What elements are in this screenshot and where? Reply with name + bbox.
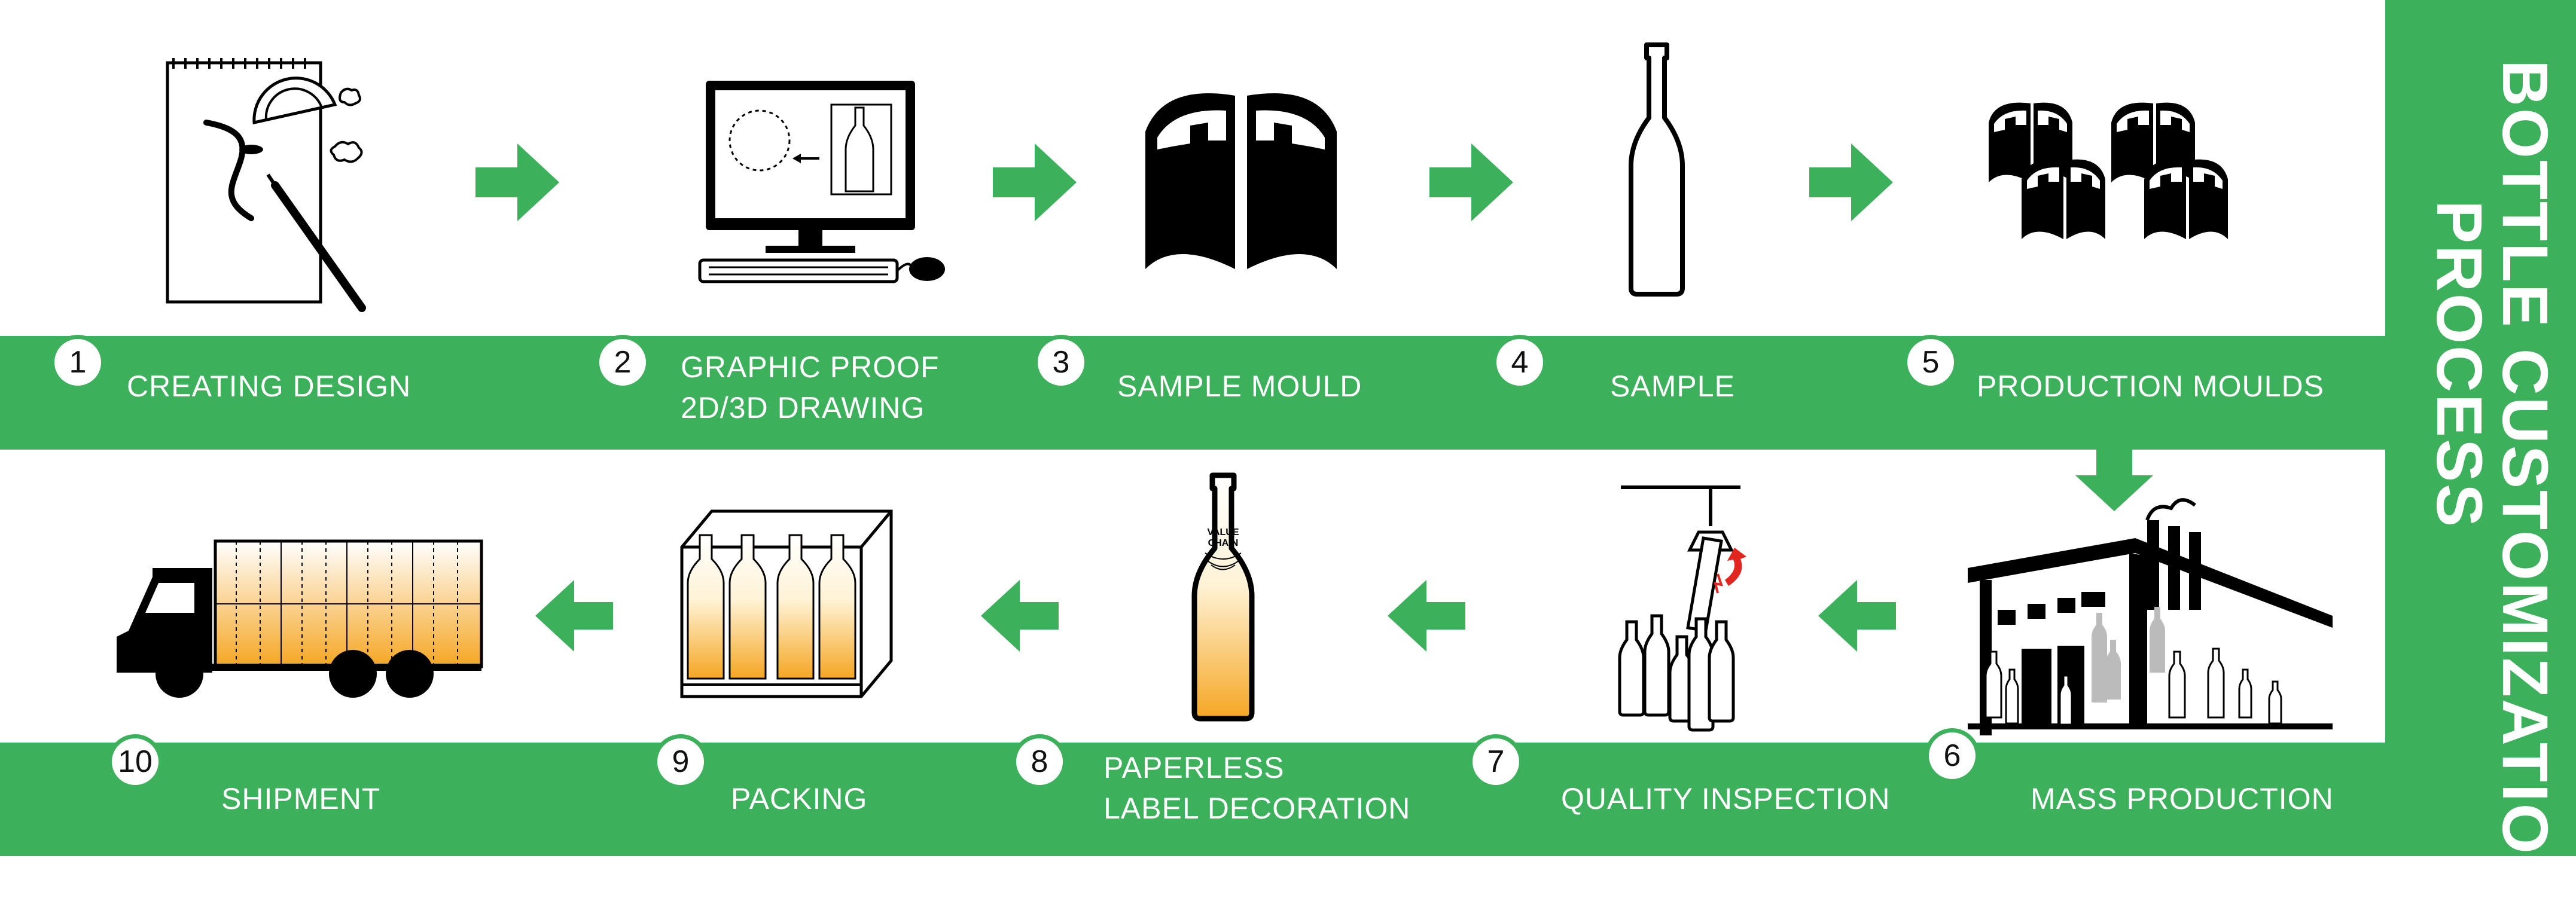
step-number-5: 5 xyxy=(1903,335,1958,390)
moulds-icon xyxy=(1986,99,2249,263)
step-number-9: 9 xyxy=(653,734,708,789)
process-title: BOTTLE CUSTOMIZATION PROCESS xyxy=(2392,60,2572,801)
step-number-8: 8 xyxy=(1012,734,1067,789)
bottle-label-line-2: CHAIN xyxy=(1208,538,1239,548)
step-label-8: PAPERLESS xyxy=(1103,747,1285,788)
mould-icon xyxy=(1139,78,1343,281)
step-label-10: SHIPMENT xyxy=(221,778,380,819)
factory-icon xyxy=(1968,496,2339,735)
arrow-right-icon xyxy=(993,143,1077,221)
step-label-8-line-2: LABEL DECORATION xyxy=(1103,788,1410,829)
step-number-3: 3 xyxy=(1034,335,1089,390)
decorated-bottle-icon: VALUE CHAIN xyxy=(1187,472,1259,723)
truck-icon xyxy=(117,535,487,703)
step-number-6: 6 xyxy=(1925,728,1980,783)
title-line-2: PROCESS xyxy=(2422,200,2497,529)
packing-box-icon xyxy=(676,505,897,703)
arrow-left-icon xyxy=(1818,580,1896,652)
step-number-2: 2 xyxy=(595,335,650,390)
arrow-left-icon xyxy=(981,580,1059,652)
arrow-right-icon xyxy=(475,143,559,221)
arrow-right-icon xyxy=(1429,143,1513,221)
step-label-6: MASS PRODUCTION xyxy=(2031,778,2334,819)
bottle-label-line-1: VALUE xyxy=(1207,527,1239,537)
step-label-4: SAMPLE xyxy=(1610,366,1735,407)
sketch-pad-icon xyxy=(161,57,377,320)
step-number-4: 4 xyxy=(1492,335,1547,390)
arrow-left-icon xyxy=(535,580,613,652)
arrow-right-icon xyxy=(1809,143,1893,221)
step-number-1: 1 xyxy=(50,335,105,390)
step-label-2-line-2: 2D/3D DRAWING xyxy=(681,387,925,428)
bottle-outline-icon xyxy=(1624,42,1690,299)
inspection-icon xyxy=(1615,478,1770,735)
arrow-left-icon xyxy=(1388,580,1465,652)
computer-icon xyxy=(694,81,957,284)
step-label-7: QUALITY INSPECTION xyxy=(1561,778,1891,819)
step-label-3: SAMPLE MOULD xyxy=(1117,366,1362,407)
title-line-1: BOTTLE CUSTOMIZATION xyxy=(2488,60,2563,904)
step-number-10: 10 xyxy=(108,734,163,789)
step-label-5: PRODUCTION MOULDS xyxy=(1977,366,2324,407)
step-label-1: CREATING DESIGN xyxy=(127,366,411,407)
step-label-2: GRAPHIC PROOF xyxy=(681,347,939,387)
step-number-7: 7 xyxy=(1468,734,1523,789)
step-label-9: PACKING xyxy=(731,778,867,819)
